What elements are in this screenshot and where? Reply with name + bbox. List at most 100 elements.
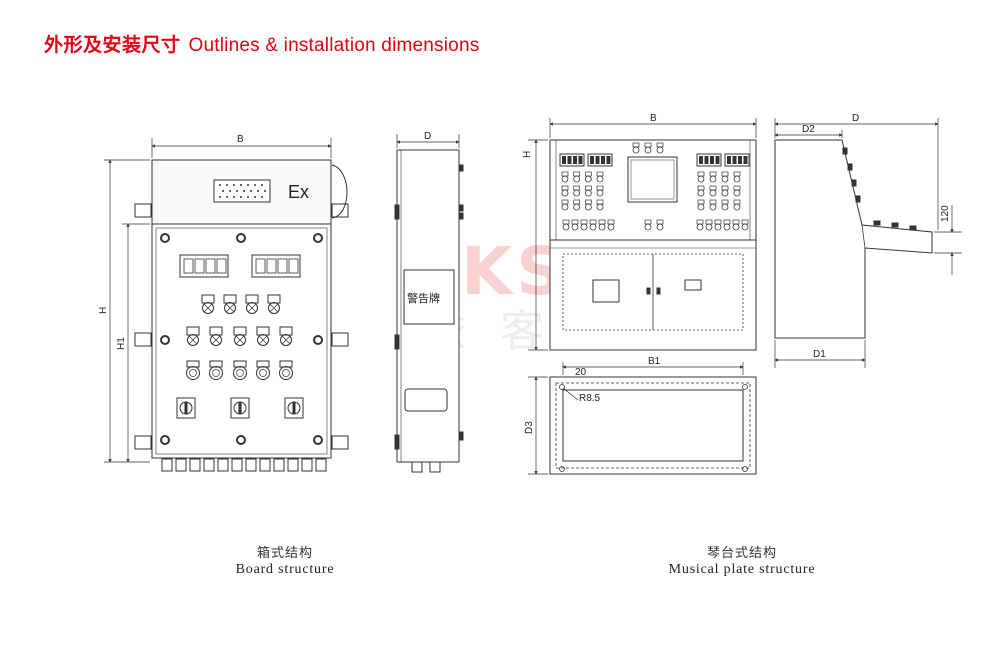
console-meter-digit	[710, 156, 714, 164]
switch-plate	[284, 397, 304, 419]
meter-digit	[255, 258, 266, 274]
console-lamp	[709, 175, 717, 183]
console-lamp	[589, 223, 597, 231]
console-meter-digit	[699, 156, 703, 164]
lamp-cross	[281, 335, 291, 345]
board-push-buttons	[186, 360, 293, 380]
board-body	[151, 223, 332, 459]
lamp-lens	[234, 334, 246, 346]
console-lamp	[596, 189, 604, 197]
plate-outer	[549, 376, 757, 475]
side-window	[404, 388, 448, 412]
lamp-lens	[246, 302, 258, 314]
lamp-lens	[187, 334, 199, 346]
lamp-cross	[225, 303, 235, 313]
board-bolt	[313, 233, 323, 243]
console-lamp	[584, 175, 592, 183]
console-meters	[559, 153, 750, 167]
button-inner	[236, 369, 244, 377]
caption-board-en: Board structure	[235, 562, 335, 577]
lamp-lens	[210, 334, 222, 346]
warning-label: 警告牌	[407, 291, 440, 305]
lamp-lens	[224, 302, 236, 314]
console-lamp	[732, 223, 740, 231]
console-lamp	[644, 146, 652, 154]
nameplate-dot	[240, 184, 242, 186]
lamp-cross	[188, 335, 198, 345]
console-lamp	[741, 223, 749, 231]
board-bolt	[160, 435, 170, 445]
board-bolt	[313, 435, 323, 445]
board-hinge	[331, 164, 348, 219]
button-body	[186, 366, 200, 380]
console-dim-label-d2: D2	[802, 124, 815, 135]
console-meter-digit	[715, 156, 720, 164]
nameplate-dot	[233, 196, 235, 198]
switch-plate	[230, 397, 250, 419]
nameplate-dot	[219, 196, 221, 198]
button-inner	[259, 369, 267, 377]
nameplate-dot	[240, 196, 242, 198]
nameplate-dot	[226, 184, 228, 186]
console-meter-digit	[590, 156, 594, 164]
dim-label-d: D	[424, 131, 431, 142]
board-ear	[331, 435, 349, 450]
lamp-cross	[258, 335, 268, 345]
nameplate-dot	[219, 184, 221, 186]
console-lamp	[656, 223, 664, 231]
button-body	[279, 366, 293, 380]
dim-label-b: B	[237, 134, 244, 145]
board-bolt	[236, 233, 246, 243]
board-ear	[331, 332, 349, 347]
console-meter-digit	[573, 156, 577, 164]
board-bolt	[160, 335, 170, 345]
console-dim-label-d: D	[852, 113, 859, 124]
board-meter	[251, 254, 301, 278]
console-dim-label-d1: D1	[813, 349, 826, 360]
console-lamp	[561, 175, 569, 183]
caption-board: 箱式结构 Board structure	[165, 542, 405, 578]
board-bolt	[236, 435, 246, 445]
lamp-cross	[247, 303, 257, 313]
console-lamp	[632, 146, 640, 154]
switch-handle	[184, 402, 188, 414]
nameplate-dot	[243, 190, 245, 192]
console-lamp	[709, 189, 717, 197]
console-lamp	[721, 189, 729, 197]
console-dim-label-h: H	[522, 151, 533, 158]
console-meter-digit	[704, 156, 709, 164]
nameplate-dot	[250, 190, 252, 192]
button-body	[209, 366, 223, 380]
plate-dim-label-d3: D3	[524, 421, 535, 434]
console-lamp	[596, 175, 604, 183]
console-side-view	[774, 118, 962, 368]
nameplate-dot	[236, 190, 238, 192]
caption-board-zh: 箱式结构	[256, 546, 313, 561]
nameplate-dot	[226, 196, 228, 198]
nameplate-dot	[222, 190, 224, 192]
button-inner	[212, 369, 220, 377]
console-meter-digit	[562, 156, 566, 164]
console-lamp	[561, 189, 569, 197]
board-ear	[134, 332, 152, 347]
console-lamp	[709, 203, 717, 211]
caption-console-zh: 琴台式结构	[706, 546, 777, 561]
plate-dim-label-radius: R8.5	[579, 393, 601, 404]
board-meter	[179, 254, 229, 278]
console-lamp	[596, 203, 604, 211]
console-lamp	[584, 203, 592, 211]
board-nameplate-dots	[219, 184, 266, 198]
board-ear	[134, 435, 152, 450]
console-lamp	[733, 203, 741, 211]
nameplate-dot	[261, 196, 263, 198]
nameplate-dot	[247, 196, 249, 198]
board-meter-digits	[183, 258, 299, 274]
meter-digit	[266, 258, 277, 274]
console-lamp	[723, 223, 731, 231]
caption-console: 琴台式结构 Musical plate structure	[622, 542, 862, 578]
console-display	[627, 156, 678, 203]
nameplate-dot	[254, 184, 256, 186]
meter-digit	[277, 258, 288, 274]
lamp-lens	[280, 334, 292, 346]
